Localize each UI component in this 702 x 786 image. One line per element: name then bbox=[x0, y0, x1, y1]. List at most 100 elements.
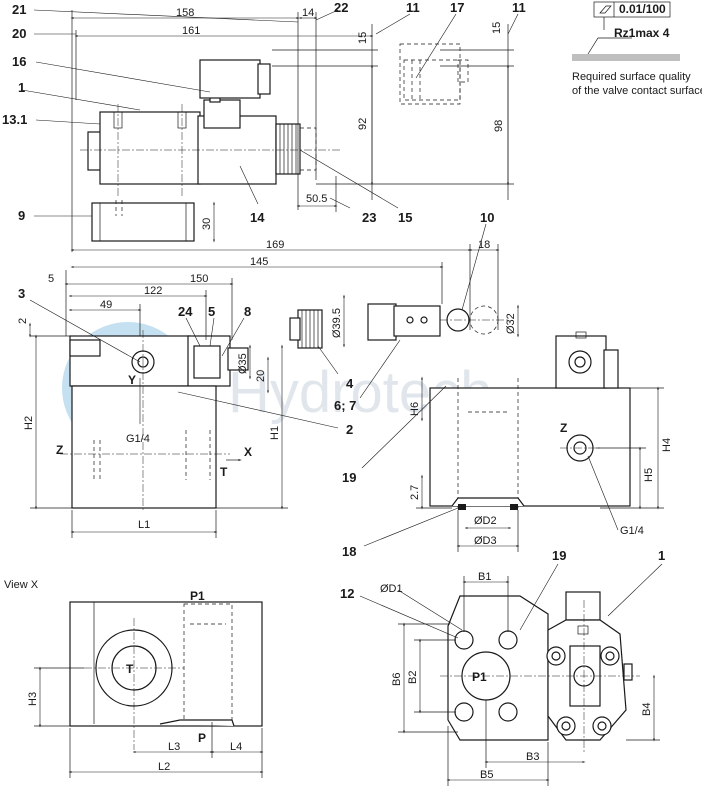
label-B2: B2 bbox=[407, 671, 419, 684]
dim-92: 92 bbox=[357, 118, 369, 130]
callout-10: 10 bbox=[480, 210, 494, 225]
middle-dimensions bbox=[29, 244, 519, 538]
dim-169: 169 bbox=[266, 239, 284, 251]
label-D3: ØD3 bbox=[474, 535, 497, 547]
callout-19b: 19 bbox=[552, 548, 566, 563]
dim-5: 5 bbox=[48, 273, 54, 285]
dim-49: 49 bbox=[100, 299, 112, 311]
label-L4: L4 bbox=[230, 741, 242, 753]
callout-16: 16 bbox=[12, 54, 26, 69]
callout-4: 4 bbox=[346, 376, 354, 391]
surface-note-line1: Required surface quality bbox=[572, 71, 691, 83]
callout-21: 21 bbox=[12, 2, 26, 17]
label-G14a: G1/4 bbox=[126, 433, 150, 445]
label-H1: H1 bbox=[269, 426, 281, 440]
dim-161: 161 bbox=[182, 25, 200, 37]
callout-20: 20 bbox=[12, 26, 26, 41]
callout-2: 2 bbox=[346, 422, 353, 437]
view-x bbox=[69, 601, 263, 750]
dim-98: 98 bbox=[493, 120, 505, 132]
dim-14: 14 bbox=[302, 7, 314, 19]
callout-22: 22 bbox=[334, 0, 348, 15]
label-Y: Y bbox=[128, 373, 136, 387]
callout-1: 1 bbox=[18, 80, 25, 95]
label-view-x: View X bbox=[4, 579, 39, 591]
label-B6: B6 bbox=[391, 673, 403, 686]
bottom-flange-dimensions bbox=[398, 576, 660, 786]
callouts: 21 20 16 1 13.1 9 22 11 17 11 14 23 15 1… bbox=[2, 0, 665, 601]
callout-5: 5 bbox=[208, 304, 215, 319]
dim-122: 122 bbox=[144, 285, 162, 297]
label-H4: H4 bbox=[661, 438, 673, 452]
callout-17: 17 bbox=[450, 0, 464, 15]
surface-note-line2: of the valve contact surface bbox=[572, 85, 702, 97]
dim-50-5: 50.5 bbox=[306, 193, 327, 205]
label-D1: ØD1 bbox=[380, 583, 403, 595]
label-Z: Z bbox=[56, 443, 63, 457]
label-H3: H3 bbox=[27, 692, 39, 706]
top-dimensions bbox=[70, 10, 514, 252]
dimension-values: 158 161 14 15 15 92 98 50.5 30 169 145 1… bbox=[17, 7, 517, 500]
dim-150: 150 bbox=[190, 273, 208, 285]
dim-35: Ø35 bbox=[237, 353, 249, 374]
callout-1b: 1 bbox=[658, 548, 665, 563]
callout-24: 24 bbox=[178, 304, 193, 319]
callout-19: 19 bbox=[342, 470, 356, 485]
dim-18: 18 bbox=[478, 239, 490, 251]
dim-145: 145 bbox=[250, 256, 268, 268]
label-B1: B1 bbox=[478, 571, 491, 583]
alt-connector-view bbox=[399, 43, 469, 105]
callout-13-1: 13.1 bbox=[2, 112, 27, 127]
dim-20: 20 bbox=[255, 370, 267, 382]
bottom-flange-view bbox=[440, 591, 640, 752]
leader-lines bbox=[21, 9, 663, 639]
callout-12: 12 bbox=[340, 586, 354, 601]
middle-side-view bbox=[60, 303, 510, 510]
dim-15a: 15 bbox=[357, 32, 369, 44]
label-L3: L3 bbox=[168, 741, 180, 753]
label-Zb: Z bbox=[560, 421, 567, 435]
roughness-text: Rz1max 4 bbox=[614, 26, 670, 40]
label-B4: B4 bbox=[641, 703, 653, 716]
label-L1: L1 bbox=[138, 519, 150, 531]
right-front-dimensions bbox=[416, 376, 664, 552]
label-L2: L2 bbox=[158, 761, 170, 773]
dim-32: Ø32 bbox=[505, 313, 517, 334]
label-H2: H2 bbox=[23, 416, 35, 430]
callout-3: 3 bbox=[18, 286, 25, 301]
label-H6: H6 bbox=[409, 402, 421, 416]
callout-15: 15 bbox=[398, 210, 412, 225]
label-B5: B5 bbox=[480, 769, 493, 781]
callout-11b: 11 bbox=[512, 0, 526, 15]
callout-6-7: 6; 7 bbox=[334, 398, 356, 413]
label-D2: ØD2 bbox=[474, 515, 497, 527]
label-P1: P1 bbox=[190, 589, 205, 603]
surface-quality-note: 0.01/100 Rz1max 4 Required surface quali… bbox=[572, 1, 702, 97]
dim-158: 158 bbox=[176, 7, 194, 19]
view-x-dimensions bbox=[34, 666, 264, 778]
callout-18: 18 bbox=[342, 544, 356, 559]
surface-hatch bbox=[572, 54, 680, 61]
callout-11: 11 bbox=[406, 0, 420, 15]
label-P: P bbox=[198, 731, 206, 745]
letter-labels: H2 H1 L1 Y Z G1/4 X T H6 H4 H5 Z G1/4 ØD… bbox=[4, 373, 673, 781]
callout-14: 14 bbox=[250, 210, 265, 225]
label-H5: H5 bbox=[643, 468, 655, 482]
label-P1b: P1 bbox=[472, 670, 487, 684]
callout-23: 23 bbox=[362, 210, 376, 225]
dim-2-7: 2.7 bbox=[409, 485, 421, 500]
dim-39-5: Ø39.5 bbox=[331, 308, 343, 338]
label-T: T bbox=[220, 465, 228, 479]
callout-9: 9 bbox=[18, 208, 25, 223]
label-X: X bbox=[244, 445, 252, 459]
callout-8: 8 bbox=[244, 304, 251, 319]
tolerance-text: 0.01/100 bbox=[619, 2, 666, 16]
dim-15b: 15 bbox=[491, 22, 503, 34]
label-Tb: T bbox=[126, 662, 134, 676]
right-front-view bbox=[429, 331, 631, 510]
dim-30: 30 bbox=[201, 218, 213, 230]
label-G14b: G1/4 bbox=[620, 525, 644, 537]
dim-2: 2 bbox=[17, 318, 29, 324]
top-side-view bbox=[80, 59, 340, 242]
